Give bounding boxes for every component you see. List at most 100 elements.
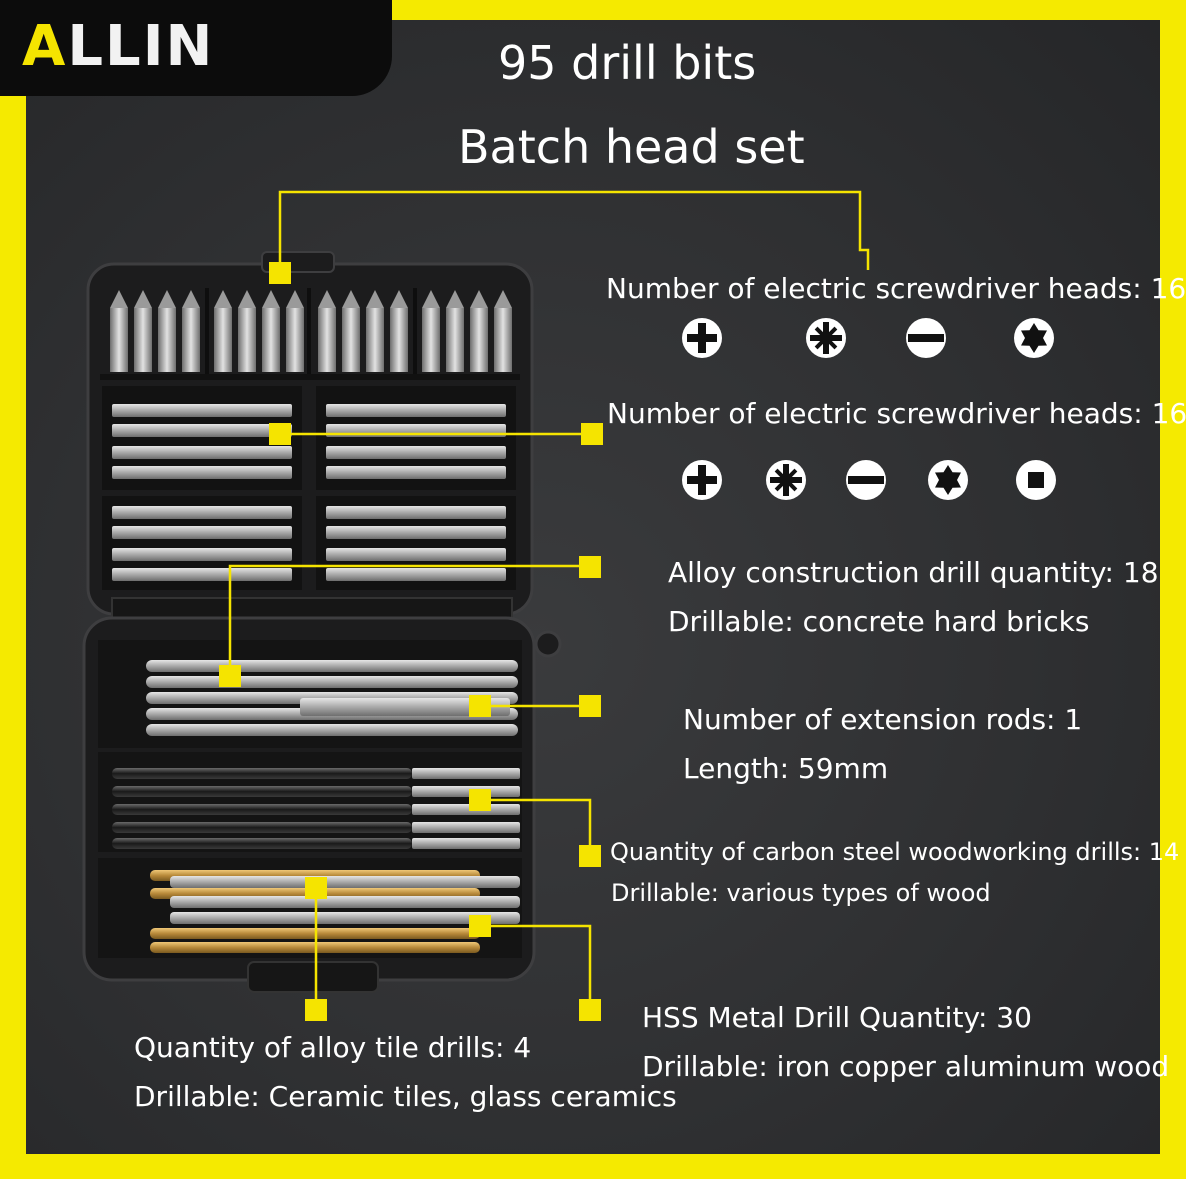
label-alloy-construction: Alloy construction drill quantity: 18	[668, 556, 1159, 589]
marker-extension-left	[469, 695, 491, 717]
short-bit	[366, 308, 384, 372]
brand-logo-first-letter: A	[22, 14, 68, 79]
marker-carbon-left	[469, 789, 491, 811]
label-carbon-steel-use: Drillable: various types of wood	[611, 879, 991, 907]
black-drill	[112, 786, 412, 797]
marker-screwdriver-2-right	[581, 423, 603, 445]
pozidriv-icon	[764, 458, 808, 502]
marker-screwdriver-1	[269, 262, 291, 284]
short-bit	[422, 308, 440, 372]
short-bit-divider	[413, 288, 417, 374]
brand-logo-rest: LLIN	[67, 14, 215, 79]
short-bit-tip	[390, 290, 408, 308]
tile-drill	[170, 876, 520, 888]
short-bits-row	[110, 288, 512, 374]
short-bit	[134, 308, 152, 372]
square-icon	[1014, 458, 1058, 502]
label-alloy-construction-use: Drillable: concrete hard bricks	[668, 605, 1090, 638]
pozidriv-icon	[804, 316, 848, 360]
extension-rod	[300, 698, 510, 716]
short-bit-tip	[470, 290, 488, 308]
marker-tile-bottom	[305, 999, 327, 1021]
short-bit	[286, 308, 304, 372]
short-bit-tip	[446, 290, 464, 308]
black-drill-shank	[412, 838, 520, 849]
long-bit	[112, 446, 292, 459]
marker-hss-right	[579, 999, 601, 1021]
short-bit-tip	[494, 290, 512, 308]
short-bit-tip	[134, 290, 152, 308]
label-carbon-steel: Quantity of carbon steel woodworking dri…	[610, 838, 1180, 866]
short-bit	[318, 308, 336, 372]
short-bit	[342, 308, 360, 372]
label-screwdriver-heads-2: Number of electric screwdriver heads: 16	[607, 397, 1186, 430]
short-bit	[214, 308, 232, 372]
slotted-icon	[904, 316, 948, 360]
short-bit	[470, 308, 488, 372]
title-line-2: Batch head set	[458, 120, 805, 174]
long-bit	[326, 526, 506, 539]
short-bit	[390, 308, 408, 372]
black-drill-shank	[412, 768, 520, 779]
brand-logo: ALLIN	[22, 14, 214, 79]
long-bit	[112, 526, 292, 539]
marker-tile-top	[305, 877, 327, 899]
short-bit-tip	[342, 290, 360, 308]
marker-carbon-right	[579, 845, 601, 867]
long-bit	[112, 506, 292, 519]
short-bit	[262, 308, 280, 372]
marker-screwdriver-2-left	[269, 423, 291, 445]
short-bit-tip	[366, 290, 384, 308]
short-bit	[158, 308, 176, 372]
tile-drill	[170, 912, 520, 924]
short-bit-tip	[182, 290, 200, 308]
black-drill-shank	[412, 804, 520, 815]
long-bit	[326, 506, 506, 519]
phillips-icon	[680, 458, 724, 502]
black-drill-shank	[412, 786, 520, 797]
short-bit-tip	[238, 290, 256, 308]
short-bit-tip	[214, 290, 232, 308]
short-bit-tip	[158, 290, 176, 308]
label-screwdriver-heads-1: Number of electric screwdriver heads: 16	[606, 272, 1186, 305]
long-bit	[112, 424, 292, 437]
label-hss-metal: HSS Metal Drill Quantity: 30	[642, 1001, 1032, 1034]
short-bit-divider	[205, 288, 209, 374]
drill-rows	[112, 660, 520, 953]
short-bit	[494, 308, 512, 372]
long-bit	[326, 404, 506, 417]
torx-icon	[926, 458, 970, 502]
black-drill	[112, 822, 412, 833]
long-bit	[112, 548, 292, 561]
marker-hss-left	[469, 915, 491, 937]
black-drill-shank	[412, 822, 520, 833]
long-bit	[112, 466, 292, 479]
label-extension-rods: Number of extension rods: 1	[683, 703, 1083, 736]
short-bit-tip	[286, 290, 304, 308]
short-bit	[238, 308, 256, 372]
short-bit	[446, 308, 464, 372]
tile-drill	[170, 896, 520, 908]
label-alloy-tile: Quantity of alloy tile drills: 4	[134, 1031, 532, 1064]
long-bit	[112, 568, 292, 581]
torx-icon	[1012, 316, 1056, 360]
short-bit	[110, 308, 128, 372]
long-bit	[326, 466, 506, 479]
short-bit-tip	[422, 290, 440, 308]
slotted-icon	[844, 458, 888, 502]
long-bit	[326, 568, 506, 581]
black-drill	[112, 768, 412, 779]
long-bit	[326, 548, 506, 561]
black-drill	[112, 838, 412, 849]
black-drill	[112, 804, 412, 815]
marker-extension-right	[579, 695, 601, 717]
short-bit	[182, 308, 200, 372]
silver-drill	[146, 724, 518, 736]
label-hss-metal-use: Drillable: iron copper aluminum wood	[642, 1050, 1170, 1083]
marker-alloy-right	[579, 556, 601, 578]
marker-alloy-left	[219, 665, 241, 687]
label-alloy-tile-use: Drillable: Ceramic tiles, glass ceramics	[134, 1080, 677, 1113]
